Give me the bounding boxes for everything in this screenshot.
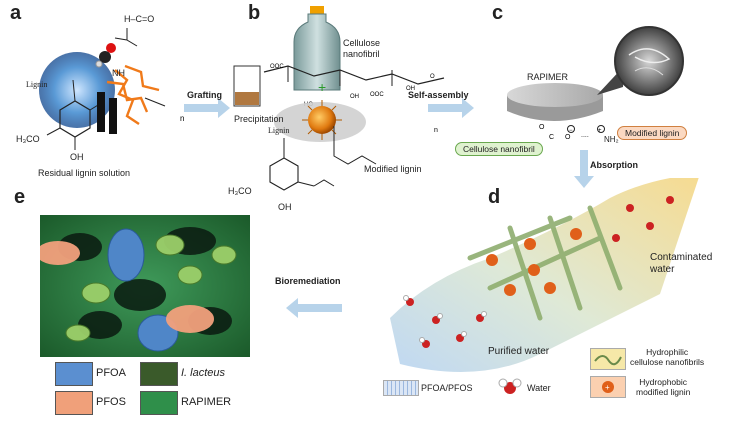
methoxy-label-a: H₃CO [16,134,40,144]
lacteus-legend-label: I. lacteus [181,367,226,379]
contaminated-water-label: Contaminated water [650,252,713,275]
cellulose-legend-label: Hydrophilic cellulose nanofibrils [630,347,705,367]
bioremediation-label: Bioremediation [275,276,341,286]
svg-text:n: n [180,114,184,123]
nh2-label-c: NH₂ [604,135,619,144]
svg-text:OOC: OOC [370,92,384,98]
modified-lignin-label-b: Modified lignin [364,164,422,174]
rapimer-illustration: O C O − .... + [507,26,684,141]
grafting-label: Grafting [187,90,222,100]
cellulose-bottle [293,13,341,91]
panel-label-a: a [10,2,22,24]
svg-text:−: − [569,128,573,134]
pfoa-cluster [107,228,145,282]
svg-text:OH: OH [350,94,359,100]
residual-lignin-caption: Residual lignin solution [38,168,131,178]
svg-text:C: C [549,134,554,141]
pfoa-legend-swatch [55,362,93,386]
bioremediation-micrograph [40,215,250,357]
pfos-legend-label: PFOS [96,396,126,408]
pfos-legend-swatch [55,391,93,415]
membrane-sheet [390,178,699,372]
rapimer-disc [507,83,603,107]
cellulose-modified-lignin-illustration: OOC HO OH OH OOC O + n [233,6,445,191]
pfoa-pfos-legend-swatch [383,380,419,396]
svg-text:O: O [539,124,545,131]
pfoa-pfos-legend-label: PFOA/PFOS [421,383,473,393]
modified-lignin-pill: Modified lignin [617,126,688,140]
panel-label-d: d [488,186,501,208]
filtration-membrane-illustration [390,178,699,372]
grafting-arrow [184,98,230,118]
svg-text:+: + [598,128,602,134]
sem-image [614,26,684,96]
purified-water-label: Purified water [488,346,550,357]
rapimer-legend-label: RAPIMER [181,396,232,408]
rapimer-legend-swatch [140,391,178,415]
pfos-cluster [166,305,214,333]
self-assembly-label: Self-assembly [408,90,469,100]
self-assembly-arrow [428,98,474,118]
lignin-label-a: Lignin [26,80,48,89]
bottle-cap [310,6,324,14]
panel-label-c: c [492,2,504,24]
modified-lignin-particle [308,106,336,134]
pfos-cluster [40,241,80,265]
absorption-arrow [574,150,594,188]
svg-text:OOC: OOC [270,64,284,70]
svg-text:O: O [565,134,571,141]
bioremediation-arrow [286,298,342,318]
water-legend-label: Water [527,383,551,393]
cellulose-chain [263,65,445,85]
panel-label-b: b [248,2,261,24]
rapimer-label-c: RAPIMER [527,72,569,82]
lignin-label-b: Lignin [268,126,290,135]
svg-text:O: O [430,74,435,80]
svg-text:n: n [434,127,438,134]
cellulose-legend-swatch [590,348,626,370]
lacteus-legend-swatch [140,362,178,386]
formaldehyde-label: H–C=O [124,14,155,24]
oxygen-atom [106,43,116,53]
svg-text:+: + [605,383,610,392]
panel-label-e: e [14,186,26,208]
oh-label-a: OH [70,152,84,162]
cellulose-nanofibril-label: Cellulose nanofibril [343,38,381,59]
beaker [233,65,261,107]
precipitation-label: Precipitation [234,114,284,124]
cellulose-nanofibril-pill: Cellulose nanofibril [455,142,543,156]
methoxy-label-b: H₃CO [228,186,252,196]
absorption-label: Absorption [590,160,638,170]
oh-label-b: OH [278,202,292,212]
solvent-sphere [39,52,115,128]
svg-text:....: .... [581,132,589,139]
lignin-legend-label: Hydrophobic modified lignin [636,377,691,397]
water-molecule-icon [498,378,522,394]
lignin-legend-swatch: + [590,376,626,398]
svg-text:+: + [318,79,326,95]
lignin-structure-illustration: n [39,28,184,150]
nh2-label-a: NH [112,68,125,78]
pfoa-legend-label: PFOA [96,367,126,379]
svg-text:OH: OH [406,86,415,92]
